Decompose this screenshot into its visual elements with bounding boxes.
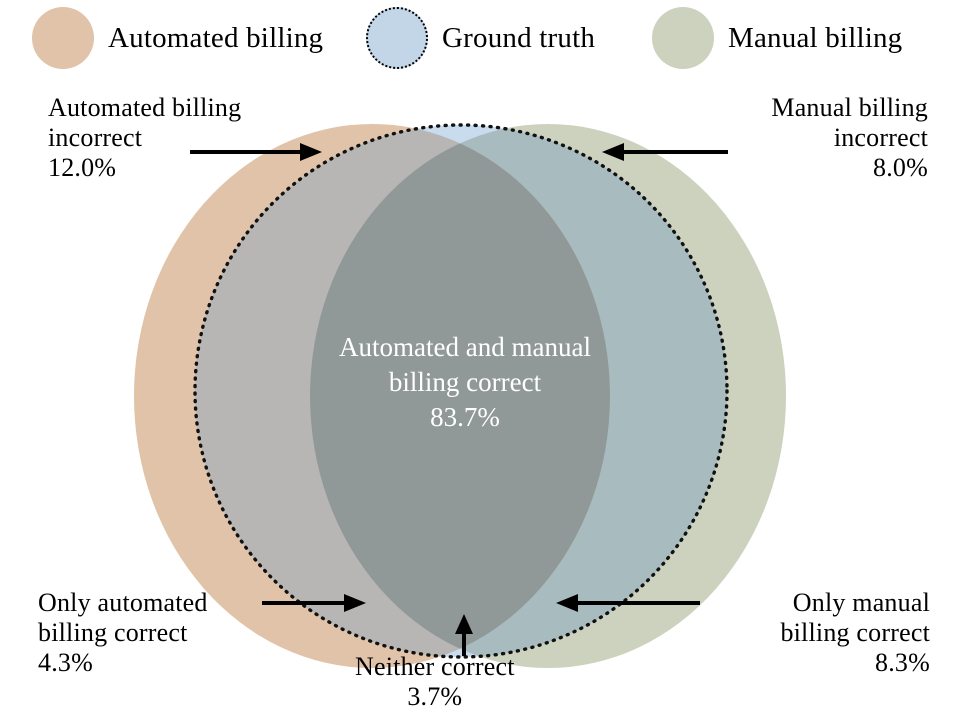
legend-item-automated-billing: Automated billing <box>32 4 323 72</box>
automated-billing-swatch-icon <box>32 7 94 69</box>
legend: Automated billing Ground truth Manual bi… <box>0 0 960 88</box>
arrowhead-only-automated <box>344 594 366 612</box>
annotation-arrowheads <box>300 143 624 634</box>
legend-item-manual-billing: Manual billing <box>652 4 902 72</box>
arrowhead-only-manual <box>556 594 578 612</box>
ground-truth-outline <box>193 123 729 659</box>
arrowhead-automated-incorrect <box>300 143 322 161</box>
legend-label-manual-billing: Manual billing <box>728 21 903 54</box>
region-all-three-correct <box>310 125 610 657</box>
annotation-manual-billing-incorrect: Manual billing incorrect 8.0% <box>771 93 928 183</box>
arrowhead-manual-incorrect <box>602 143 624 161</box>
annotation-only-automated-correct: Only automated billing correct 4.3% <box>38 588 208 678</box>
annotation-neither-correct: Neither correct 3.7% <box>355 652 515 712</box>
legend-label-automated-billing: Automated billing <box>108 21 324 54</box>
annotation-arrows <box>190 150 728 656</box>
arrowhead-neither <box>455 614 473 634</box>
annotation-automated-billing-incorrect: Automated billing incorrect 12.0% <box>48 93 242 183</box>
manual-billing-swatch-icon <box>652 7 714 69</box>
venn-regions <box>134 124 786 668</box>
legend-item-ground-truth: Ground truth <box>366 4 595 72</box>
ground-truth-swatch-icon <box>366 7 428 69</box>
annotation-only-manual-correct: Only manual billing correct 8.3% <box>780 588 930 678</box>
annotation-both-billing-correct: Automated and manual billing correct 83.… <box>339 332 591 433</box>
legend-label-ground-truth: Ground truth <box>442 21 596 54</box>
